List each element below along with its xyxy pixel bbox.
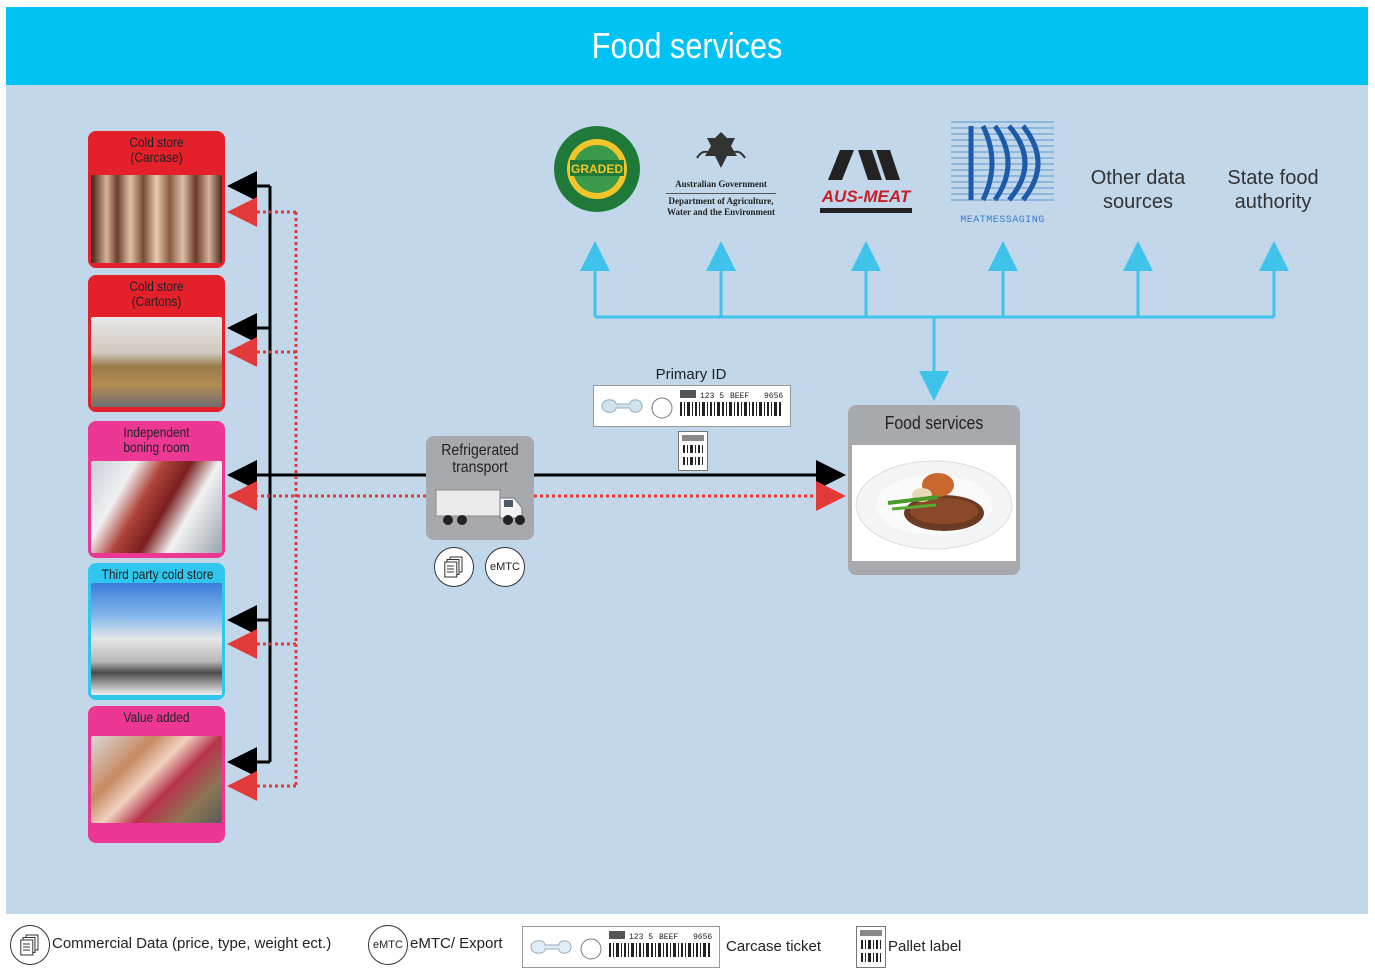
aus-meat-logo: AUS-MEAT <box>820 150 912 213</box>
carcase-photo <box>91 175 222 263</box>
legend-ticket-code: 123 5 <box>629 933 653 942</box>
gov-line1: Australian Government <box>675 179 767 189</box>
australian-government-logo: Australian Government Department of Agri… <box>658 128 784 224</box>
emtc-icon-text: eMTC <box>490 561 520 573</box>
legend-commercial-icon <box>10 925 50 965</box>
data-distribution-lines <box>580 241 1289 401</box>
ticket-product: BEEF <box>730 392 749 401</box>
refrigerated-transport-box: Refrigerated transport <box>426 436 534 540</box>
cartons-photo <box>91 317 222 407</box>
gov-line2: Department of Agriculture, <box>668 196 774 206</box>
coat-of-arms-icon <box>696 132 746 168</box>
legend-emtc-icon: eMTC <box>368 925 408 965</box>
location-label: Value added <box>123 709 190 725</box>
carcase-ticket-image: 123 5 BEEF 9656 <box>593 385 791 427</box>
legend-emtc-label: eMTC/ Export <box>410 935 503 952</box>
meat-standards-australia-logo: GRADED <box>554 126 640 212</box>
location-third-party-cold-store: Third party cold store <box>88 563 225 700</box>
other-data-sources-label: Other data sources <box>1090 167 1186 213</box>
location-independent-boning-room: Independent boning room <box>88 421 225 558</box>
pallet-label-image <box>678 431 708 471</box>
legend-ticket-product: BEEF <box>659 933 678 942</box>
location-value-added: Value added <box>88 706 225 843</box>
value-added-photo <box>91 736 222 823</box>
page-title: Food services <box>591 25 783 66</box>
legend-commercial-label: Commercial Data (price, type, weight ect… <box>52 935 332 952</box>
meatmessaging-logo: MEATMESSAGING <box>951 118 1054 226</box>
emtc-icon: eMTC <box>485 547 525 587</box>
location-label: Cold store (Carcase) <box>129 134 184 165</box>
location-cold-store-carcase: Cold store (Carcase) <box>88 131 225 268</box>
state-food-authority-label: State food authority <box>1227 167 1319 213</box>
transport-label: Refrigerated transport <box>441 442 519 476</box>
meatmessaging-graphic <box>951 121 1054 202</box>
food-services-box: Food services <box>848 405 1020 575</box>
location-cold-store-cartons: Cold store (Cartons) <box>88 275 225 412</box>
legend-ticket-number: 9656 <box>693 933 712 942</box>
meatmessaging-text: MEATMESSAGING <box>960 215 1045 226</box>
aus-meat-text: AUS-MEAT <box>821 187 912 206</box>
boning-room-photo <box>91 461 222 553</box>
ticket-graphic: 123 5 BEEF 9656 <box>601 390 783 419</box>
legend-carcase-label: Carcase ticket <box>726 938 822 955</box>
title-bar: Food services <box>6 7 1368 85</box>
legend-carcase-ticket-image: 123 5 BEEF 9656 <box>522 926 720 968</box>
legend-emtc-icon-text: eMTC <box>373 939 403 951</box>
truck-icon <box>435 489 525 525</box>
food-services-label: Food services <box>884 413 984 433</box>
legend-pallet-label: Pallet label <box>888 938 962 955</box>
legend-pallet-label-image <box>856 926 886 968</box>
cold-store-photo <box>91 583 222 695</box>
ticket-code: 123 5 <box>700 392 724 401</box>
steak-plate-photo <box>852 445 1016 561</box>
ticket-number: 9656 <box>764 392 783 401</box>
gov-line3: Water and the Environment <box>667 207 775 217</box>
graded-text: GRADED <box>571 162 623 176</box>
location-label: Third party cold store <box>101 566 214 582</box>
commercial-data-icon <box>434 547 474 587</box>
location-label: Independent boning room <box>123 424 190 455</box>
primary-id-label: Primary ID <box>655 366 727 383</box>
location-label: Cold store (Cartons) <box>129 278 184 309</box>
data-flow-lines <box>227 197 846 801</box>
physical-flow-lines <box>227 171 846 777</box>
